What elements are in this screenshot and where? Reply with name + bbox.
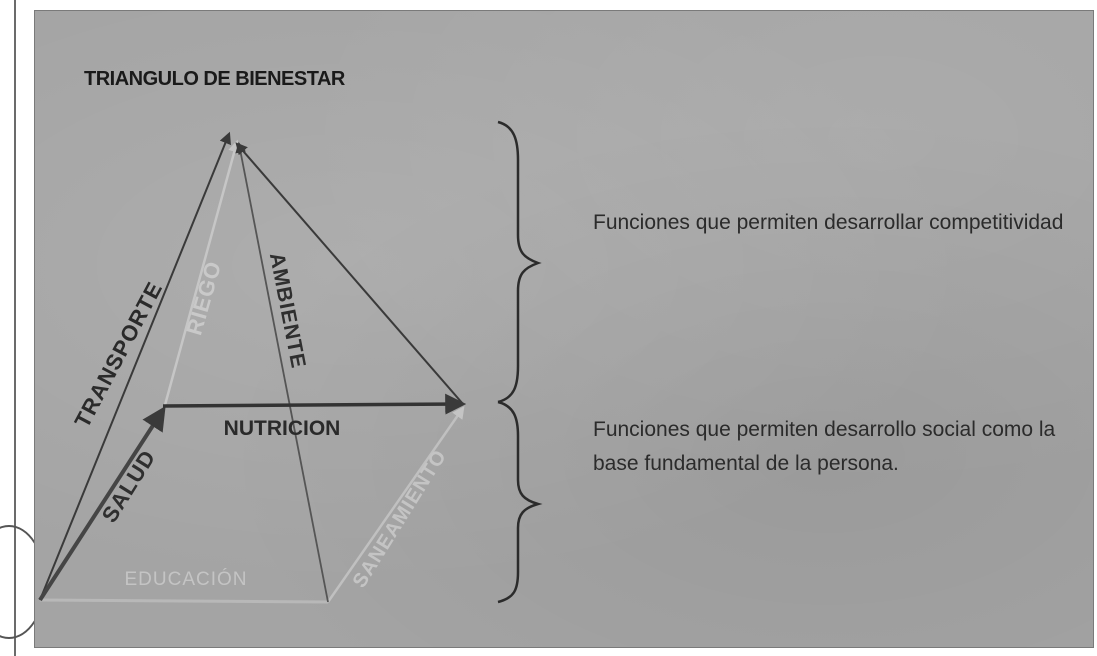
- edge-transporte: [39, 131, 231, 601]
- edge-nutricion: [162, 393, 467, 415]
- label-riego: RIEGO: [181, 258, 226, 338]
- description-desarrollo-social: Funciones que permiten desarrollo social…: [593, 418, 1056, 476]
- edge-salud: [38, 405, 166, 602]
- label-educacion: EDUCACIÓN: [124, 568, 247, 590]
- brace-upper: [497, 120, 542, 404]
- edge-ambiente: [235, 141, 329, 603]
- label-saneamiento: SANEAMIENTO: [349, 446, 452, 592]
- edge-educacion: [39, 598, 329, 604]
- description-competitividad: Funciones que permiten desarrollar compe…: [593, 211, 1064, 234]
- edge-right: [235, 142, 464, 405]
- label-nutricion: NUTRICION: [224, 417, 341, 440]
- diagram-panel: [34, 10, 1094, 648]
- edge-riego: [163, 139, 241, 406]
- label-salud: SALUD: [97, 445, 161, 527]
- diagram-title: TRIANGULO DE BIENESTAR: [84, 68, 345, 90]
- brace-lower: [497, 400, 543, 604]
- scan-border: [14, 0, 16, 656]
- edge-saneamiento: [326, 405, 465, 603]
